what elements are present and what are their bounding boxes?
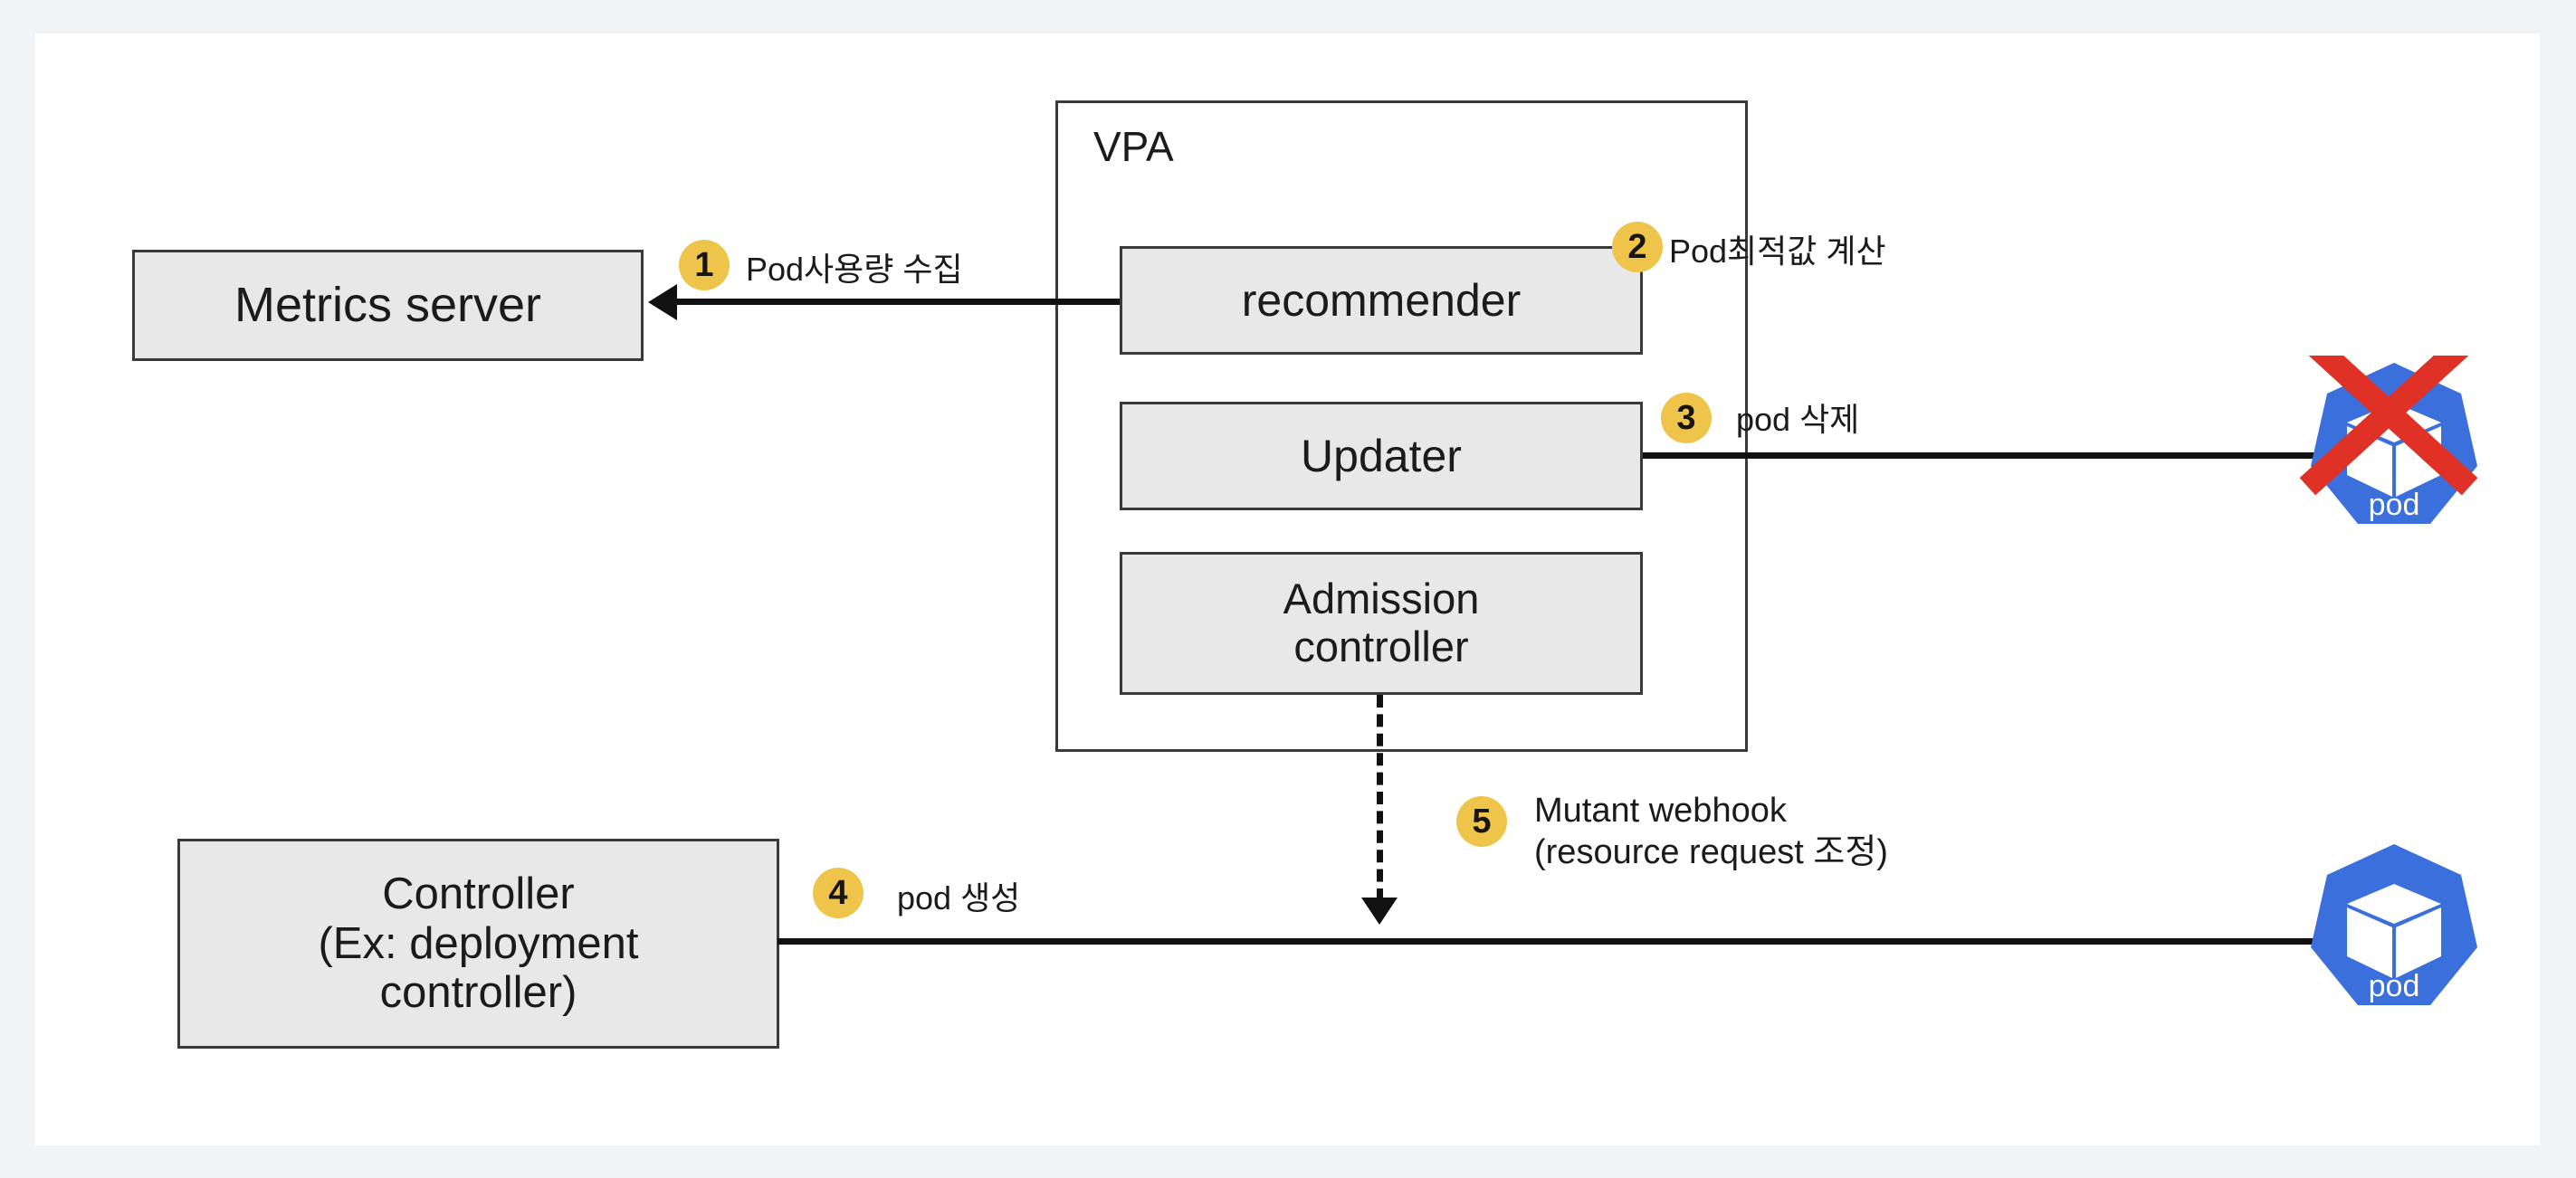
step-label-4: pod 생성 <box>897 879 1021 917</box>
pod-deleted-icon[interactable]: pod <box>2298 356 2490 547</box>
updater-node[interactable]: Updater <box>1120 402 1643 510</box>
diagram-card: VPA Metrics server recommender Updater A… <box>35 33 2540 1145</box>
step-label-3: pod 삭제 <box>1736 401 1860 438</box>
recommender-node[interactable]: recommender <box>1120 246 1643 355</box>
step-badge-1: 1 <box>679 240 730 290</box>
step-label-2: Pod최적값 계산 <box>1669 233 1886 270</box>
step-badge-4: 4 <box>813 868 863 918</box>
arrow-line-step-3 <box>1643 452 2331 459</box>
step-badge-3: 3 <box>1661 393 1712 443</box>
pod-created-icon[interactable]: pod <box>2298 837 2490 1029</box>
admission-controller-node[interactable]: Admission controller <box>1120 552 1643 695</box>
svg-text:pod: pod <box>2369 488 2420 522</box>
step-label-1: Pod사용량 수집 <box>746 251 963 288</box>
arrow-line-step-5 <box>1377 695 1383 901</box>
arrow-line-step-1 <box>675 299 1120 305</box>
step-badge-5: 5 <box>1456 796 1507 847</box>
step-label-5: Mutant webhook (resource request 조정) <box>1534 792 1888 872</box>
svg-text:pod: pod <box>2369 969 2420 1003</box>
step-badge-2: 2 <box>1612 222 1663 272</box>
metrics-server-node[interactable]: Metrics server <box>132 250 644 361</box>
vpa-title-label: VPA <box>1093 123 1174 170</box>
controller-node[interactable]: Controller (Ex: deployment controller) <box>177 839 779 1049</box>
arrow-head-step-1 <box>648 284 677 320</box>
arrow-line-step-4 <box>778 938 2333 945</box>
arrow-head-step-5 <box>1361 898 1398 925</box>
vpa-container <box>1055 100 1748 752</box>
